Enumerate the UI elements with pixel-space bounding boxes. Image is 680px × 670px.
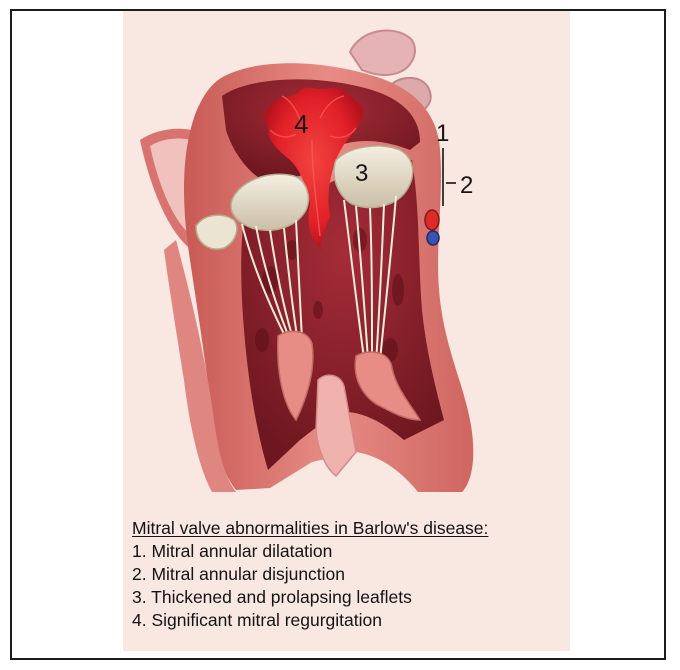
caption-title: Mitral valve abnormalities in Barlow's d… bbox=[132, 517, 562, 540]
label-1: 1 bbox=[436, 120, 449, 147]
caption-item-3: 3. Thickened and prolapsing leaflets bbox=[132, 586, 562, 609]
label-4: 4 bbox=[294, 109, 308, 139]
label-3: 3 bbox=[355, 160, 368, 187]
caption-item-2: 2. Mitral annular disjunction bbox=[132, 563, 562, 586]
caption-item-4: 4. Significant mitral regurgitation bbox=[132, 609, 562, 632]
caption-item-1: 1. Mitral annular dilatation bbox=[132, 540, 562, 563]
caption: Mitral valve abnormalities in Barlow's d… bbox=[132, 517, 562, 632]
label-2: 2 bbox=[460, 172, 473, 199]
coronary-vessels bbox=[425, 210, 439, 245]
